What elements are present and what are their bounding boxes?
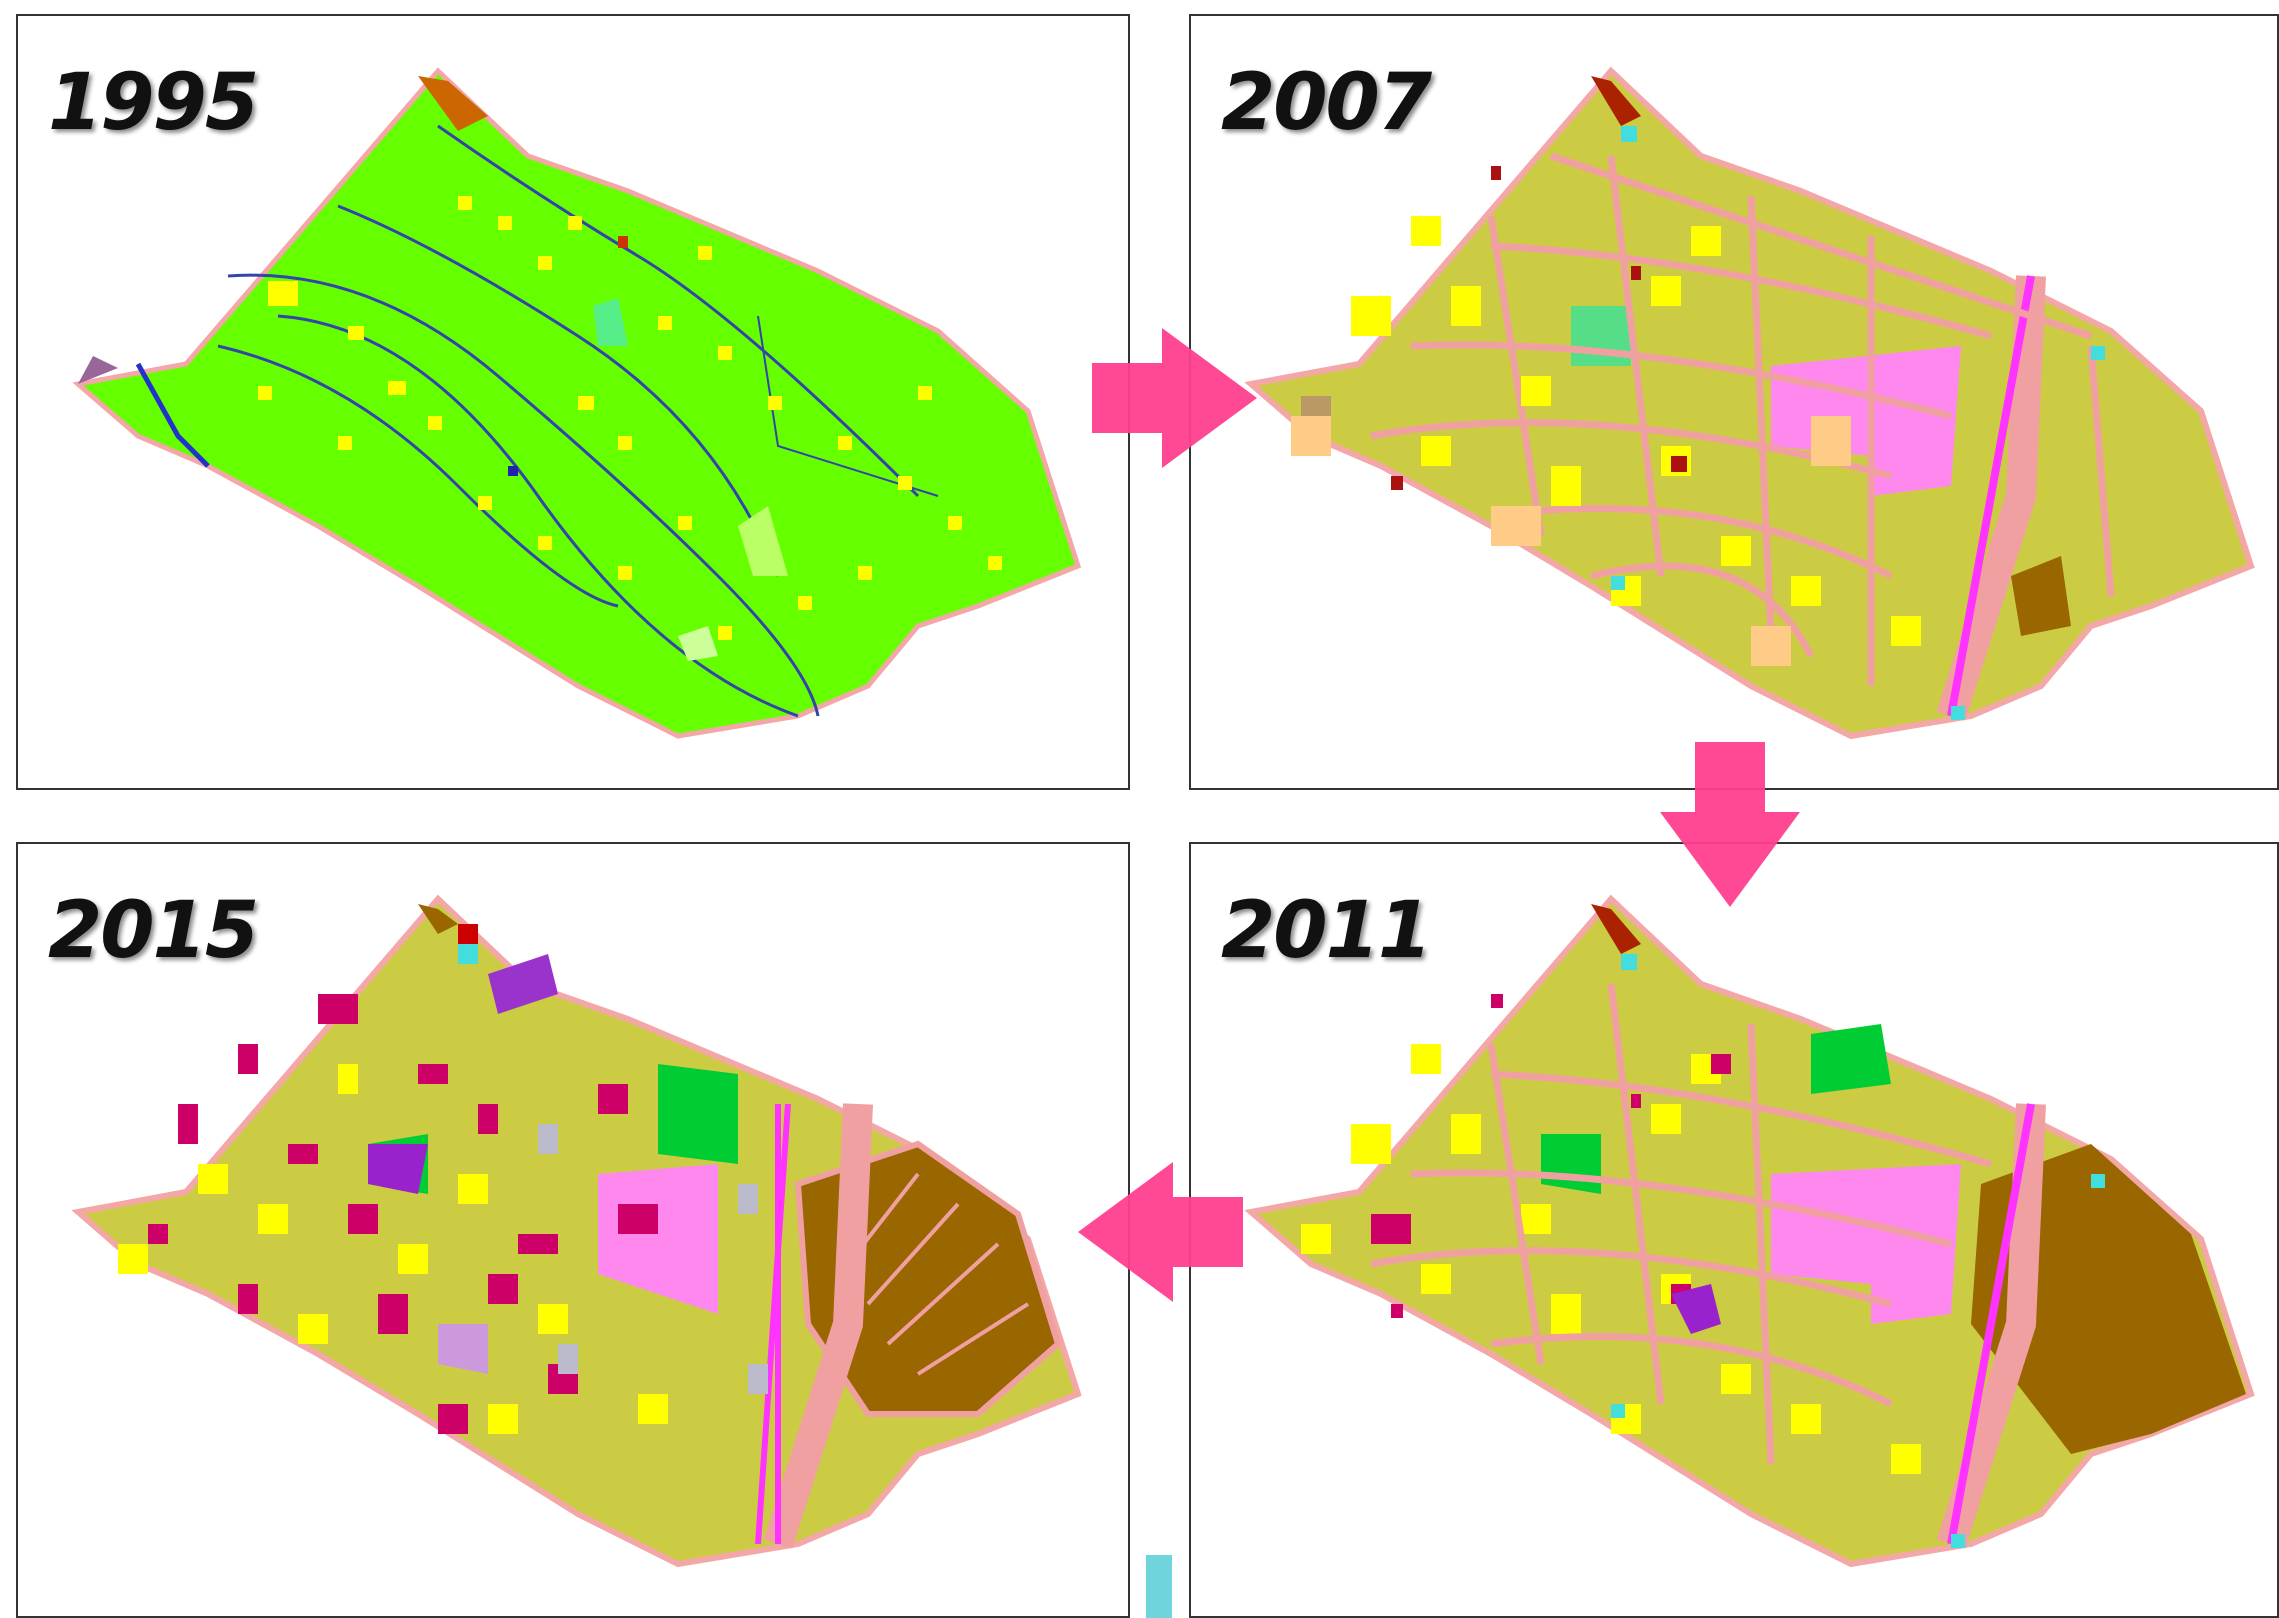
arrow-down-icon: [1660, 742, 1800, 907]
teal-bar: [1146, 1555, 1172, 1618]
arrow-right-icon: [1092, 328, 1257, 468]
map-panel-2015: 2015: [16, 842, 1130, 1618]
map-panel-1995: 1995: [16, 14, 1130, 790]
year-label: 2011: [1221, 886, 1432, 976]
land-use-map-2015: [71, 894, 1082, 1568]
year-label: 1995: [48, 58, 259, 148]
map-panel-2011: 2011: [1189, 842, 2279, 1618]
land-use-map-1995: [72, 67, 1082, 739]
year-label: 2015: [48, 886, 259, 976]
map-panel-2007: 2007: [1189, 14, 2279, 790]
land-use-map-2011: [1244, 894, 2255, 1568]
year-label: 2007: [1221, 58, 1432, 148]
land-use-map-2007: [1244, 66, 2255, 740]
arrow-left-icon: [1078, 1162, 1243, 1302]
